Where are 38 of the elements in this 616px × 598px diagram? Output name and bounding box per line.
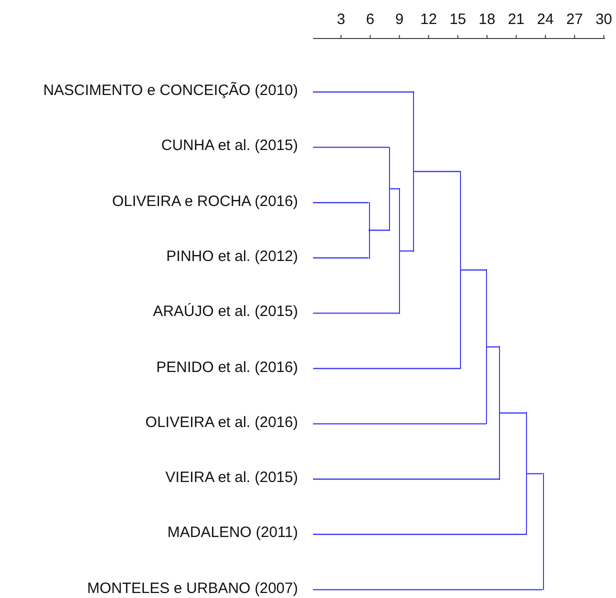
dendrogram-branch: [526, 473, 542, 474]
axis-tick-label: 3: [336, 10, 346, 30]
dendrogram-branch: [313, 589, 542, 590]
axis-tick-label: 30: [594, 10, 614, 30]
dendrogram-branch: [313, 146, 389, 148]
dendrogram-branch: [413, 170, 460, 172]
axis-tick-label: 24: [536, 10, 555, 30]
cluster-leaf-label: MADALENO (2011): [0, 523, 313, 544]
dendrogram-branch: [313, 423, 486, 424]
dendrogram-branch: [399, 250, 413, 252]
axis-tick-label: 18: [478, 10, 496, 30]
axis-tick-label: 15: [448, 10, 468, 30]
cluster-leaf-label: OLIVEIRA e ROCHA (2016): [0, 192, 313, 212]
dendrogram-branch: [499, 412, 526, 414]
dendrogram-branch: [313, 91, 413, 93]
dendrogram-branch: [460, 269, 486, 271]
cluster-leaf-label: MONTELES e URBANO (2007): [0, 578, 313, 598]
axis-tick-label: 12: [419, 10, 438, 30]
dendrogram-branch: [389, 188, 399, 190]
dendrogram-branch: [313, 534, 526, 535]
dendrogram-branch: [486, 346, 499, 348]
axis-tick-label: 6: [365, 10, 376, 30]
axis-tick-label: 21: [506, 10, 526, 30]
cluster-leaf-label: CUNHA et al. (2015): [0, 136, 313, 156]
dendrogram-branch: [313, 478, 499, 480]
axis-tick-label: 27: [565, 10, 584, 30]
cluster-leaf-label: PINHO et al. (2012): [0, 246, 313, 267]
cluster-leaf-label: OLIVEIRA et al. (2016): [0, 412, 313, 433]
cluster-leaf-label: ARAÚJO et al. (2015): [0, 302, 313, 322]
dendrogram-branch: [313, 312, 399, 314]
cluster-leaf-label: VIEIRA et al. (2015): [0, 468, 313, 488]
axis-tick-label: 9: [394, 10, 405, 30]
dendrogram-branch: [313, 368, 460, 370]
cluster-leaf-label: PENIDO et al. (2016): [0, 358, 313, 378]
dendrogram-branch: [313, 257, 368, 258]
cluster-leaf-label: NASCIMENTO e CONCEIÇÃO (2010): [0, 81, 313, 101]
dendrogram-branch: [368, 230, 389, 231]
dendrogram-branch: [313, 202, 368, 204]
